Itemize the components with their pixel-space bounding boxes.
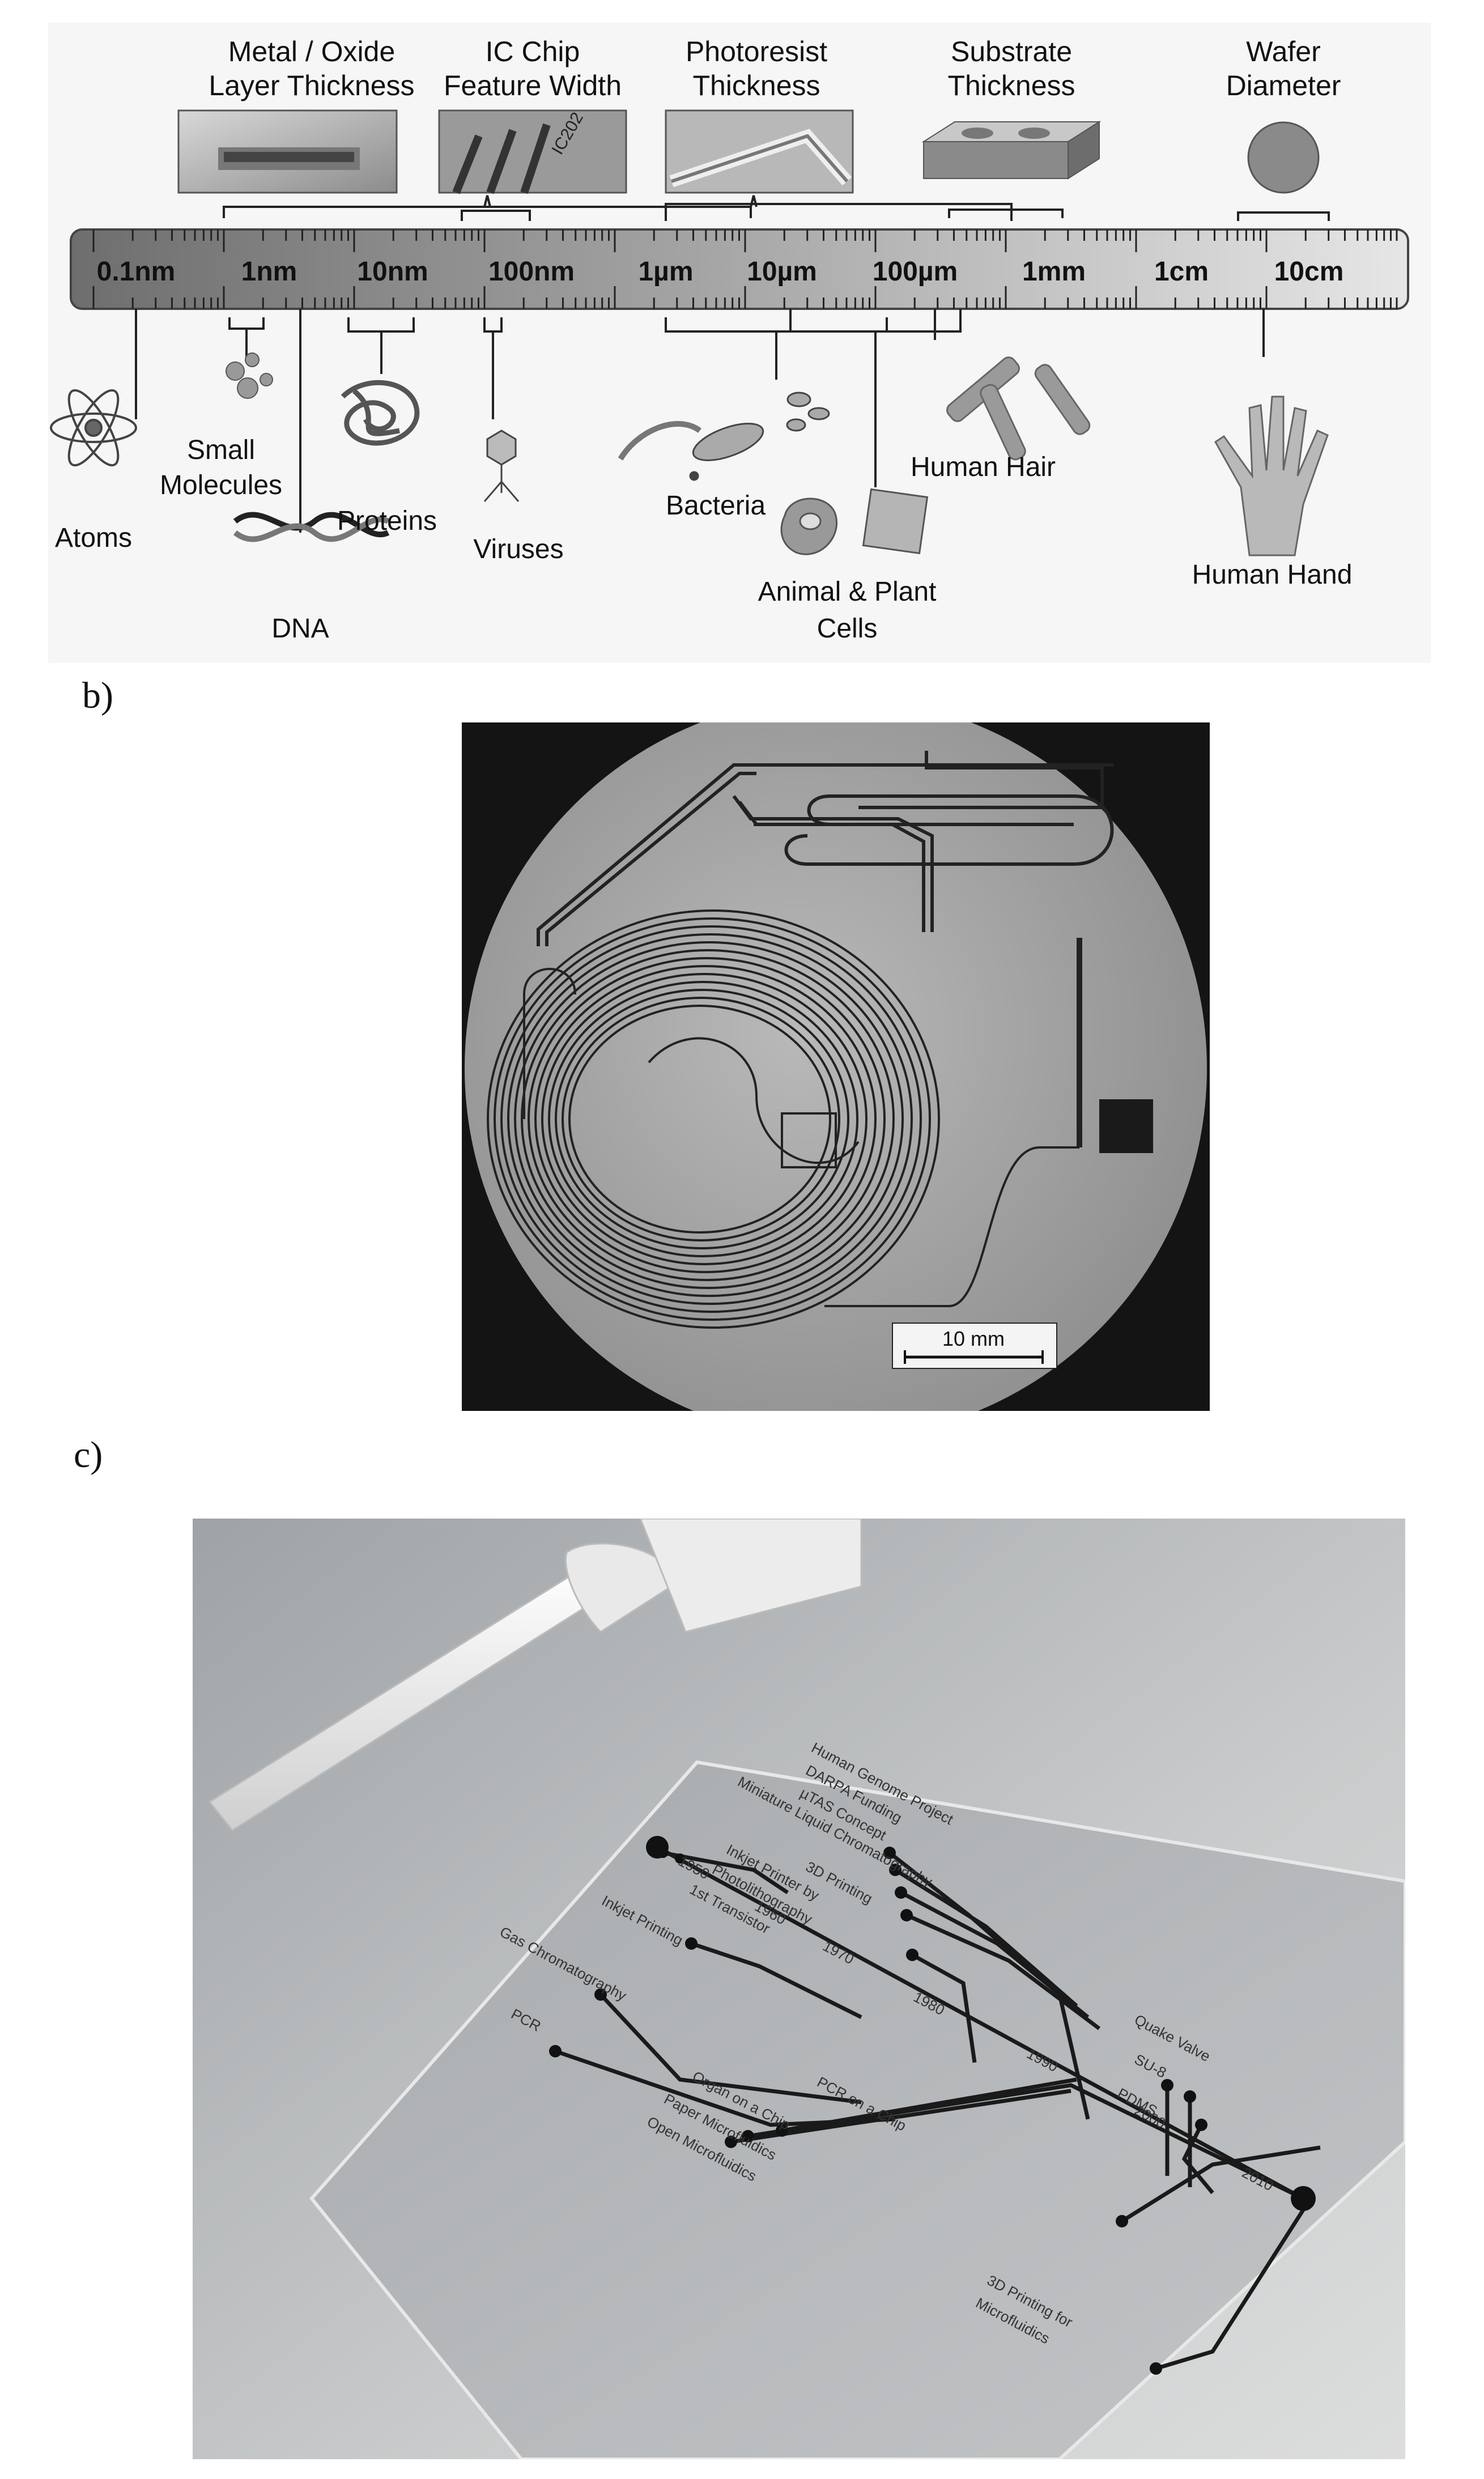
serpentine-channels: [537, 751, 1114, 1147]
spiral-loop: [521, 949, 895, 1289]
label-photoresist-2: Thickness: [692, 70, 820, 101]
length-scale-diagram: Metal / Oxide Layer Thickness IC Chip Fe…: [48, 23, 1431, 663]
spiral-center-s: [648, 1037, 860, 1164]
label-human-hand: Human Hand: [1192, 560, 1353, 590]
label-atoms: Atoms: [55, 523, 132, 553]
spiral-loop: [507, 933, 913, 1305]
timeline-chip-photo: 1950 1960 1970 1980 1990 2000 2010 Human…: [193, 1519, 1405, 2459]
tick-label-10um: 10µm: [747, 257, 817, 287]
label-substrate-2: Thickness: [947, 70, 1075, 101]
spiral-loop: [548, 981, 858, 1257]
spiral-loop: [562, 997, 840, 1241]
timeline-lines: [554, 1845, 1321, 2371]
bottom-range-braces: [135, 309, 1265, 533]
spiral-loop: [487, 909, 940, 1329]
spiral-loop: [568, 1005, 831, 1234]
ruler-ticks: [92, 229, 1398, 309]
inlet-channel: [523, 968, 576, 1119]
atom-icon: [50, 389, 137, 467]
spiral-channel: [487, 909, 940, 1329]
panel-label-b: b): [82, 675, 113, 716]
tick-label-10cm: 10cm: [1274, 257, 1344, 287]
virus-icon: [483, 430, 520, 502]
label-metal-oxide-2: Layer Thickness: [209, 70, 414, 101]
timeline-dots: [549, 1836, 1316, 2375]
substrate-image: [921, 121, 1102, 180]
tick-label-0.1nm: 0.1nm: [97, 257, 176, 287]
spiral-loop: [500, 925, 922, 1313]
label-wafer-1: Wafer: [1246, 36, 1321, 67]
panel-label-c: c): [74, 1434, 103, 1476]
label-proteins: Proteins: [337, 506, 437, 536]
tick-label-100um: 100µm: [873, 257, 958, 287]
proteins-icon: [341, 380, 420, 446]
label-small-molecules-1: Small: [187, 435, 255, 465]
bacteria-icon: [618, 392, 830, 481]
tick-label-1nm: 1nm: [241, 257, 297, 287]
tick-label-1um: 1µm: [638, 257, 693, 287]
label-photoresist-1: Photoresist: [686, 36, 827, 67]
spiral-loop: [555, 989, 849, 1249]
spiral-loop: [514, 941, 904, 1297]
label-viruses: Viruses: [473, 534, 563, 564]
tick-label-10nm: 10nm: [357, 257, 428, 287]
animal-plant-cells-icon: [780, 488, 929, 555]
spiral-loop: [528, 957, 886, 1281]
scale-bar-label: 10 mm: [942, 1327, 1005, 1350]
outlet-channel: [824, 1146, 1079, 1307]
label-cells-2: Cells: [817, 614, 878, 644]
metal-oxide-image: [177, 109, 398, 194]
label-wafer-2: Diameter: [1226, 70, 1341, 101]
label-bacteria: Bacteria: [666, 491, 766, 521]
label-ic-chip-2: Feature Width: [444, 70, 622, 101]
chip-logo: [781, 1112, 837, 1168]
top-range-braces: [223, 195, 1330, 221]
photoresist-image: [665, 109, 854, 194]
label-ic-chip-1: IC Chip: [486, 36, 580, 67]
label-dna: DNA: [271, 614, 329, 644]
ic-chip-image: IC202: [438, 109, 627, 194]
label-cells-1: Animal & Plant: [758, 577, 937, 607]
label-substrate-1: Substrate: [951, 36, 1072, 67]
scale-bar-box: [892, 1323, 1057, 1369]
spiral-loop: [541, 973, 868, 1265]
dna-icon: [233, 512, 390, 542]
spiral-loop: [494, 917, 931, 1321]
label-small-molecules-2: Molecules: [160, 470, 282, 500]
spiral-loop: [534, 965, 877, 1273]
small-molecules-icon: [226, 352, 273, 399]
glass-chip: [309, 1760, 1405, 2459]
label-human-hair: Human Hair: [911, 452, 1056, 482]
tick-label-1mm: 1mm: [1022, 257, 1086, 287]
label-metal-oxide-1: Metal / Oxide: [228, 36, 396, 67]
tick-label-100nm: 100nm: [488, 257, 575, 287]
wafer-icon: [1247, 121, 1320, 194]
pipette: [208, 1519, 862, 1831]
human-hair-icon: [946, 356, 1091, 461]
wafer-photo: 10 mm: [462, 722, 1210, 1411]
connector-pad: [1099, 1099, 1153, 1153]
tick-label-1cm: 1cm: [1154, 257, 1209, 287]
human-hand-icon: [1214, 396, 1329, 556]
